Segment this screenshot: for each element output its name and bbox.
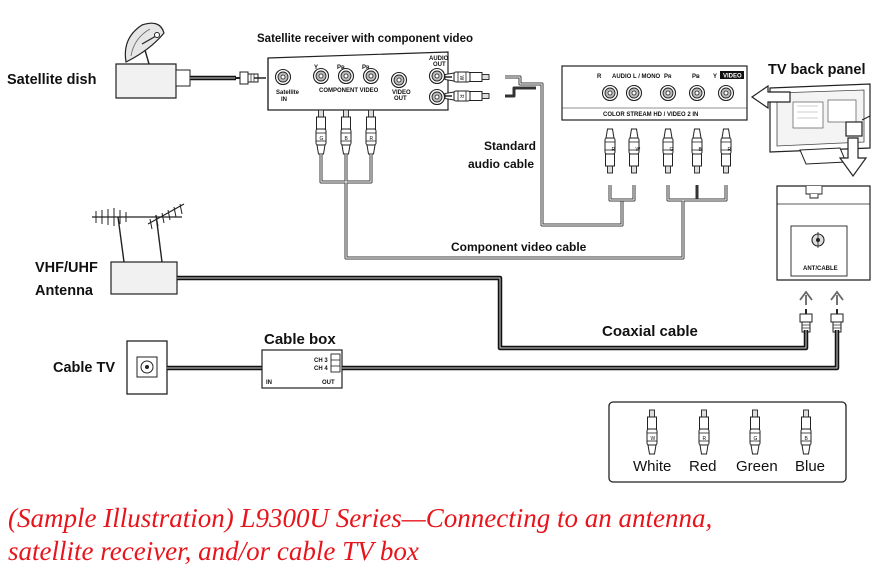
svg-text:R: R <box>612 147 616 153</box>
svg-text:G: G <box>754 436 758 442</box>
standard-audio-cable-label-1: Standard <box>484 139 536 153</box>
legend-label-red: Red <box>689 458 717 475</box>
receiver-video-out-jack <box>390 71 408 89</box>
tv-video-jack <box>723 86 738 101</box>
color-legend <box>608 401 847 483</box>
caption-line-1: (Sample Illustration) L9300U Series—Conn… <box>8 503 713 533</box>
tv-audio-r-jack <box>601 84 619 102</box>
svg-text:B: B <box>805 436 809 442</box>
tv-pb-jack <box>688 84 706 102</box>
receiver-component-video-label: COMPONENT VIDEO <box>319 88 379 94</box>
receiver-green-plug: G <box>315 109 327 155</box>
receiver-pb-jack <box>337 67 355 85</box>
tv-pb-label: Pʙ <box>692 74 700 80</box>
satellite-receiver-panel <box>267 51 449 111</box>
satellite-in-label-2: IN <box>281 97 287 103</box>
ant-cable-arrow-right <box>830 290 844 305</box>
receiver-pb-label: Pʙ <box>337 65 345 71</box>
cable-box-ch3-label: CH 3 <box>314 358 328 364</box>
svg-text:R: R <box>728 147 732 153</box>
tv-pr-label: Pʀ <box>664 74 672 80</box>
receiver-audio-out-red-jack <box>428 88 446 106</box>
tv-y-label: Y <box>713 74 717 80</box>
svg-text:W: W <box>651 436 656 442</box>
satellite-dish-label: Satellite dish <box>7 72 96 88</box>
component-video-cable-label: Component video cable <box>451 240 587 254</box>
vhf-uhf-label-1: VHF/UHF <box>35 260 98 276</box>
ant-cable-arrow-left <box>799 290 813 305</box>
coax-plug-left <box>799 308 813 333</box>
svg-text:B: B <box>345 136 349 142</box>
cable-box <box>261 349 343 389</box>
legend-plug-blue: B <box>800 409 812 455</box>
svg-text:W: W <box>458 76 464 81</box>
tv-back-panel-label: TV back panel <box>768 62 866 78</box>
cable-box-in-label: IN <box>266 380 272 386</box>
tv-audio-red-plug: R <box>604 128 616 174</box>
tv-audio-label: AUDIO L / MONO <box>612 74 661 80</box>
legend-label-blue: Blue <box>795 458 825 475</box>
satellite-receiver-label: Satellite receiver with component video <box>257 33 473 45</box>
caption-line-2: satellite receiver, and/or cable TV box <box>8 536 419 566</box>
receiver-audio-out-label-2: OUT <box>433 62 446 68</box>
legend-plug-green: G <box>749 409 761 455</box>
cable-box-label: Cable box <box>264 331 336 348</box>
tv-audio-white-plug: W <box>628 128 641 174</box>
receiver-audio-out-white-jack <box>428 67 446 85</box>
svg-text:G: G <box>670 147 674 153</box>
receiver-red-plug: R <box>365 109 377 155</box>
tv-back-panel-illustration <box>769 83 871 165</box>
legend-label-white: White <box>633 458 671 475</box>
tv-green-plug: G <box>662 128 674 174</box>
standard-audio-cable-label-2: audio cable <box>468 157 534 171</box>
receiver-pr-label: Pʀ <box>362 65 370 71</box>
tv-r-label: R <box>597 74 602 80</box>
receiver-video-out-label-2: OUT <box>394 96 407 102</box>
svg-text:R: R <box>458 95 464 99</box>
legend-plug-white: W <box>646 409 658 455</box>
cable-tv-label: Cable TV <box>53 360 115 376</box>
satellite-in-label-1: Satellite <box>276 90 300 96</box>
svg-text:G: G <box>320 136 324 142</box>
vhf-uhf-antenna <box>92 203 185 295</box>
audio-white-plug-horizontal: W <box>444 71 490 83</box>
tv-video-label: VIDEO <box>723 74 742 80</box>
tv-pr-jack <box>659 84 677 102</box>
svg-text:B: B <box>699 147 703 153</box>
coaxial-cable-label: Coaxial cable <box>602 323 698 340</box>
receiver-y-label: Y <box>314 65 318 71</box>
satellite-in-jack <box>274 68 292 86</box>
receiver-blue-plug: B <box>340 109 352 155</box>
cable-box-out-label: OUT <box>322 380 335 386</box>
tv-panel-arrow-down <box>838 137 868 178</box>
tv-blue-plug: B <box>691 128 703 174</box>
legend-label-green: Green <box>736 458 778 475</box>
svg-text:R: R <box>370 136 374 142</box>
tv-color-stream-label: COLOR STREAM HD / VIDEO 2 IN <box>603 112 698 118</box>
audio-red-plug-horizontal: R <box>444 90 490 102</box>
ant-cable-label: ANT/CABLE <box>803 266 838 272</box>
figure-caption: (Sample Illustration) L9300U Series—Conn… <box>8 502 883 568</box>
ant-cable-jack <box>811 232 825 248</box>
receiver-pr-jack <box>362 67 380 85</box>
legend-plug-red: R <box>698 409 710 455</box>
tv-audio-l-jack <box>625 84 643 102</box>
svg-text:R: R <box>703 436 707 442</box>
receiver-y-jack <box>312 67 330 85</box>
coax-plug-right <box>830 308 844 333</box>
svg-text:W: W <box>636 147 641 153</box>
satellite-dish <box>115 22 191 99</box>
receiver-video-out-label-1: VIDEO <box>392 90 411 96</box>
cable-tv-wall-outlet <box>126 340 168 395</box>
cable-box-ch4-label: CH 4 <box>314 366 328 372</box>
tv-panel-arrow-left <box>750 84 791 110</box>
tv-red-plug: R <box>720 128 732 174</box>
vhf-uhf-label-2: Antenna <box>35 283 94 299</box>
tv-input-panel <box>561 65 748 121</box>
receiver-audio-out-label-1: AUDIO <box>429 56 449 62</box>
